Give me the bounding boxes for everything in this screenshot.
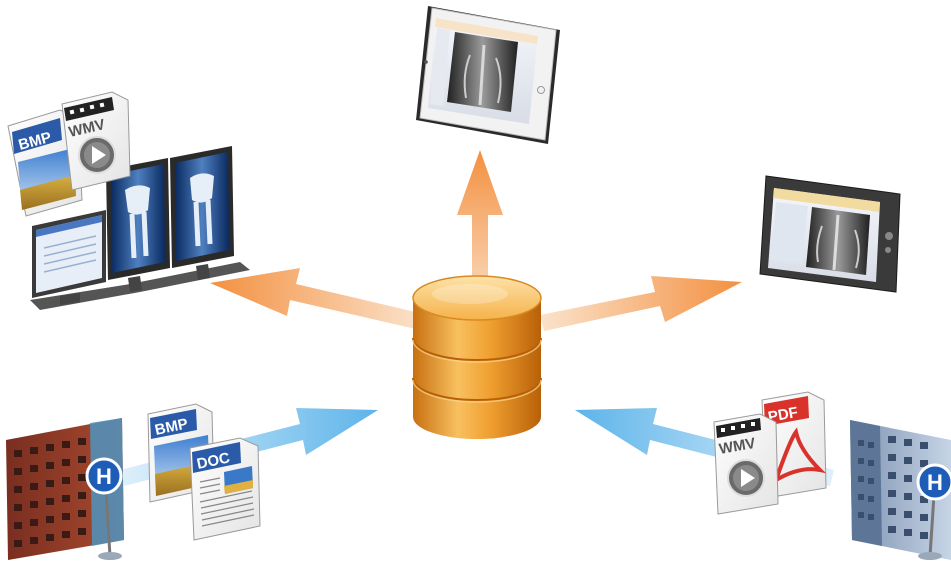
pdf-label: PDF bbox=[767, 404, 799, 426]
hospital-building-icon bbox=[6, 418, 124, 560]
monitor-array-icon bbox=[30, 146, 250, 310]
arrow-right-to-handheld bbox=[540, 276, 742, 331]
tablet-icon bbox=[416, 6, 560, 144]
handheld-device-icon bbox=[759, 175, 901, 293]
wmv-label: WMV bbox=[718, 435, 757, 458]
doc-label: DOC bbox=[195, 449, 231, 473]
hospital-sign-icon: H bbox=[916, 463, 951, 501]
bmp-file-icon: BMP bbox=[7, 109, 83, 217]
arrow-left-to-monitors bbox=[210, 268, 424, 330]
wmv-file-icon: WMV bbox=[713, 413, 779, 515]
hospital-building-icon bbox=[850, 420, 951, 560]
wmv-file-icon: WMV bbox=[61, 91, 131, 191]
bmp-label: BMP bbox=[153, 415, 189, 439]
hospital-sign-label-left: H bbox=[96, 464, 112, 489]
hospital-sign-label-right: H bbox=[927, 470, 943, 495]
arrow-up-to-tablet bbox=[457, 150, 503, 320]
pdf-file-icon: PDF bbox=[761, 391, 827, 499]
hospital-sign-icon: H bbox=[85, 457, 123, 495]
database-icon bbox=[412, 275, 542, 439]
doc-file-icon: DOC bbox=[189, 437, 261, 541]
